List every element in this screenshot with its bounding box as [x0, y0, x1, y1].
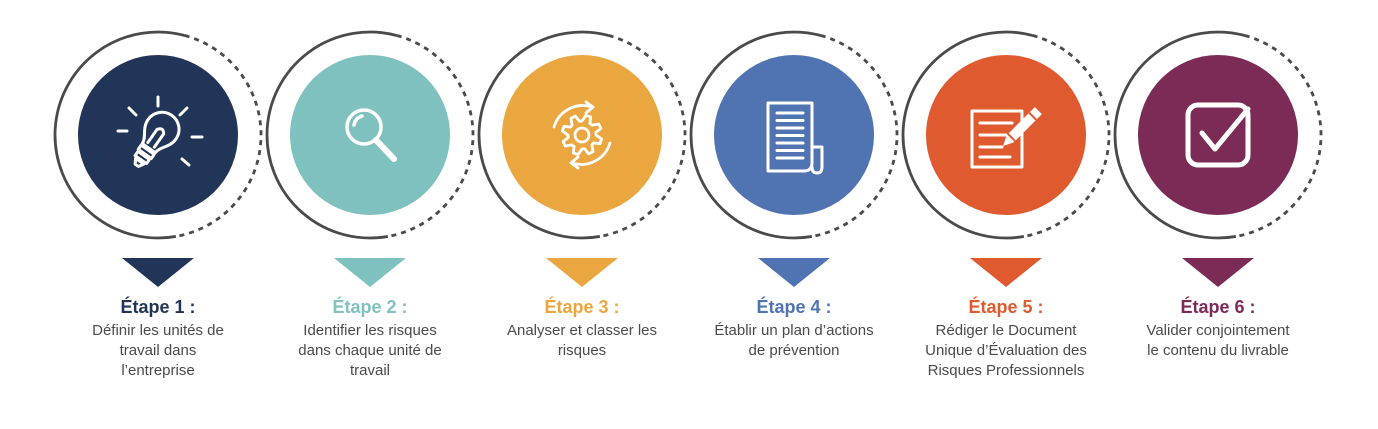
document-list-icon [766, 101, 824, 175]
step-4-caption: Étape 4 : Établir un plan d’actions de p… [694, 296, 894, 361]
step-2-circle [290, 55, 450, 215]
step-5-dashed-arc [1023, 34, 1111, 238]
step-5-node [901, 30, 1111, 287]
step-6-title: Étape 6 : [1180, 297, 1256, 317]
step-1-pointer [122, 258, 194, 287]
step-2-dashed-arc [387, 34, 475, 238]
step-5-caption: Étape 5 : Rédiger le Document Unique d’É… [906, 296, 1106, 381]
magnifier-icon [345, 108, 397, 162]
step-3-description: Analyser et classer les risques [506, 322, 658, 359]
step-6-circle [1138, 55, 1298, 215]
step-6-node [1113, 30, 1323, 287]
step-2-title: Étape 2 : [332, 297, 408, 317]
step-4-description: Établir un plan d’actions de prévention [714, 322, 874, 359]
step-1-circle [78, 55, 238, 215]
step-3-solid-arc [477, 30, 610, 240]
step-1-description: Définir les unités de travail dans l’ent… [92, 322, 224, 379]
step-3-title: Étape 3 : [544, 297, 620, 317]
step-2-solid-arc [265, 30, 398, 240]
step-3-caption: Étape 3 : Analyser et classer les risque… [482, 296, 682, 361]
step-6-solid-arc [1113, 30, 1246, 240]
pen-document-icon [970, 107, 1042, 169]
step-5-description: Rédiger le Document Unique d’Évaluation … [925, 322, 1087, 379]
step-1-solid-arc [53, 30, 186, 240]
checkbox-icon [1185, 102, 1251, 168]
step-4-node [689, 30, 899, 287]
step-2-node [265, 30, 475, 287]
step-4-dashed-arc [811, 34, 899, 238]
step-5-solid-arc [901, 30, 1034, 240]
step-1-node [53, 30, 263, 287]
step-3-node [477, 30, 687, 287]
step-5-title: Étape 5 : [968, 297, 1044, 317]
step-2-description: Identifier les risques dans chaque unité… [298, 322, 442, 379]
step-6-caption: Étape 6 : Valider conjointement le conte… [1118, 296, 1318, 361]
step-1-title: Étape 1 : [120, 297, 196, 317]
step-6-description: Valider conjointement le contenu du livr… [1146, 322, 1290, 359]
step-2-pointer [334, 258, 406, 287]
gear-cycle-icon [552, 100, 612, 170]
step-3-pointer [546, 258, 618, 287]
step-5-pointer [970, 258, 1042, 287]
step-6-dashed-arc [1235, 34, 1323, 238]
step-1-caption: Étape 1 : Définir les unités de travail … [58, 296, 258, 381]
step-6-pointer [1182, 258, 1254, 287]
step-3-dashed-arc [599, 34, 687, 238]
step-4-title: Étape 4 : [756, 297, 832, 317]
step-1-dashed-arc [175, 34, 263, 238]
step-4-solid-arc [689, 30, 822, 240]
lightbulb-icon [116, 95, 204, 168]
step-3-circle [502, 55, 662, 215]
step-2-caption: Étape 2 : Identifier les risques dans ch… [270, 296, 470, 381]
step-4-pointer [758, 258, 830, 287]
